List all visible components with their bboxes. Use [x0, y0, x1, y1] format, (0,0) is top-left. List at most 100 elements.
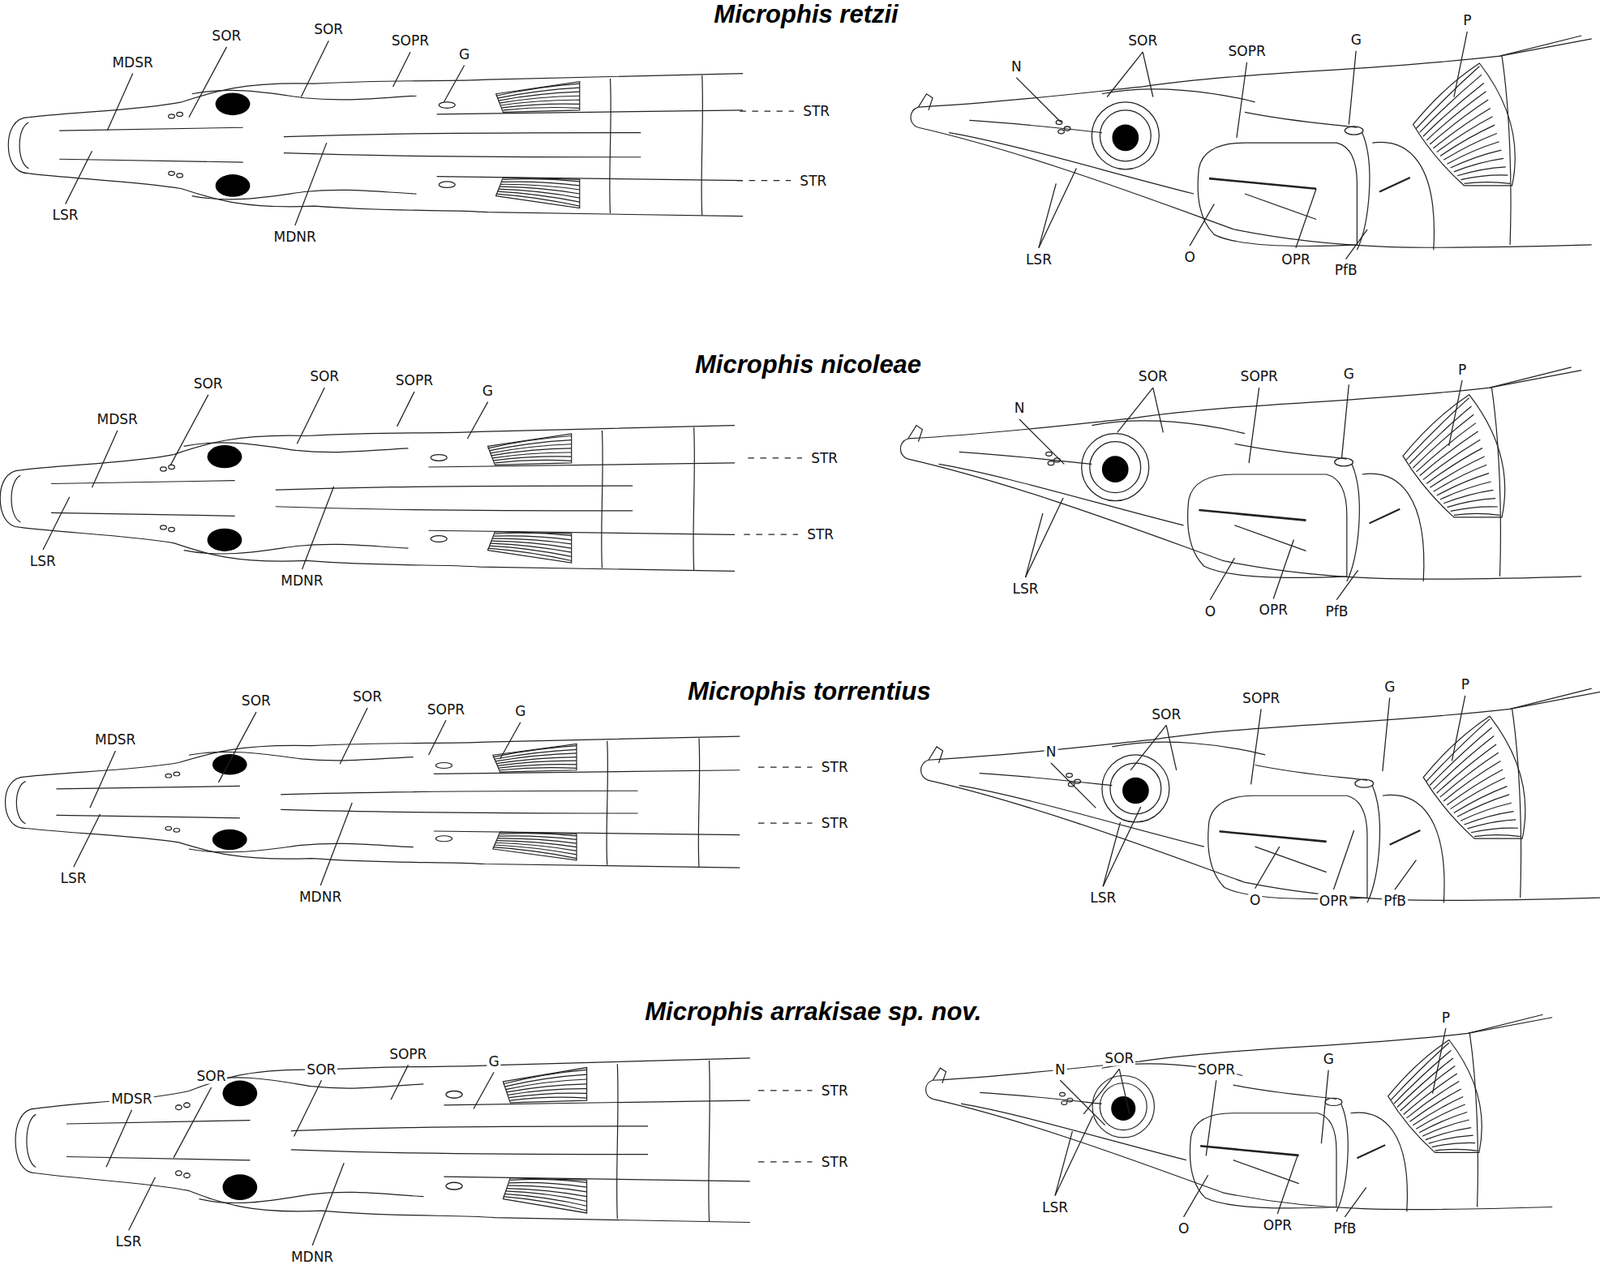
cleithrum [1336, 1103, 1348, 1212]
leader-line [1251, 708, 1262, 785]
part-label: SOR [1126, 33, 1159, 49]
cleithrum [1356, 132, 1369, 251]
eye [207, 528, 243, 552]
fin-ray [493, 536, 572, 541]
gill-opening [1325, 1098, 1343, 1106]
nostril [1061, 1101, 1068, 1106]
nostril [168, 171, 176, 176]
opercular-ridge [1198, 510, 1306, 521]
part-label: STR [819, 1154, 850, 1171]
part-label: STR [805, 527, 836, 543]
lateral-ridge [960, 1103, 1187, 1160]
gill-opening [438, 181, 455, 189]
part-label: G [1349, 32, 1364, 48]
leader-line [128, 1177, 156, 1231]
ridge [51, 512, 235, 516]
ridge [437, 110, 743, 115]
pupil [1102, 455, 1129, 483]
fin-ray [1428, 1135, 1474, 1144]
ridge [1255, 765, 1368, 781]
fin-ray [496, 757, 577, 764]
part-label: LSR [50, 207, 80, 224]
part-label: PfB [1333, 262, 1360, 279]
snout-tip [8, 117, 29, 174]
leader-line [467, 402, 488, 439]
species-title: Microphis nicoleae [691, 351, 925, 379]
part-label: SOR [1102, 1050, 1136, 1067]
part-label: STR [819, 759, 850, 776]
part-label: MDSR [95, 411, 140, 428]
part-label: MDNR [289, 1249, 335, 1266]
ridge [1091, 420, 1245, 434]
leader-line [294, 1080, 322, 1137]
fin-ray [496, 83, 580, 96]
species-title: Microphis retzii [710, 0, 901, 29]
ridge [1102, 89, 1256, 103]
part-label: N [1044, 744, 1059, 760]
part-label: SOPR [390, 33, 431, 49]
body-ring [617, 1063, 618, 1219]
snout-tip [0, 470, 21, 528]
head-outline [20, 527, 735, 571]
leader-line [1321, 1070, 1329, 1145]
lateral-ridge [959, 785, 1205, 847]
fin-ray [1423, 82, 1485, 137]
part-label: G [1321, 1051, 1336, 1068]
nostril [160, 467, 168, 472]
leader-line [1055, 1115, 1094, 1196]
gill-opening [430, 536, 447, 543]
part-label: LSR [28, 553, 58, 570]
fin-ray [488, 435, 572, 448]
leader-line [1059, 1080, 1105, 1125]
lateral-ridge [939, 463, 1184, 525]
gill-opening [446, 1090, 463, 1099]
fin-ray [1463, 182, 1510, 185]
fin-ray [499, 95, 580, 103]
leader-line [1295, 188, 1317, 249]
ridge [283, 153, 641, 158]
body-ring [609, 78, 611, 214]
pectoral-base [1368, 509, 1400, 524]
fin-ray [1419, 431, 1479, 477]
leader-line [390, 1064, 408, 1100]
leader-line [1153, 387, 1164, 433]
head-outline [917, 38, 1592, 108]
eye [215, 92, 251, 116]
body-ring [1491, 387, 1501, 577]
eye [1102, 754, 1170, 823]
part-label: OPR [1317, 893, 1350, 910]
part-label: SOR [312, 21, 345, 38]
pectoral-base [1382, 795, 1445, 904]
part-label: STR [809, 450, 840, 467]
body-ring [701, 75, 703, 215]
body-ring [606, 741, 608, 866]
lateral-ridge [959, 451, 1093, 464]
part-label: SOPR [394, 373, 435, 389]
eye [1091, 102, 1159, 170]
ridge [428, 530, 735, 535]
dorsal-view [15, 1058, 751, 1223]
species-title: Microphis torrentius [684, 677, 935, 706]
leader-line [302, 486, 335, 570]
fin-ray [1394, 1050, 1451, 1104]
leader-line [65, 150, 93, 204]
fin-ray [493, 746, 577, 758]
fin-ray [1419, 74, 1482, 133]
eye [1089, 441, 1142, 494]
leader-line [443, 65, 464, 103]
fin-ray [510, 1179, 587, 1183]
leader-line [173, 1087, 212, 1159]
leader-line [1205, 1080, 1217, 1156]
ridge [443, 1176, 750, 1182]
ridge [291, 1149, 648, 1155]
operculum [1189, 1113, 1337, 1209]
snout-tip [15, 1108, 36, 1174]
snout-tip [932, 1068, 946, 1084]
eye [207, 445, 243, 468]
species-title: Microphis arrakisae sp. nov. [641, 998, 985, 1026]
fin-ray [500, 184, 580, 190]
leader-line [1166, 724, 1177, 770]
part-label: LSR [113, 1234, 143, 1250]
body-ring [1512, 708, 1522, 898]
part-label: MDSR [110, 54, 155, 70]
